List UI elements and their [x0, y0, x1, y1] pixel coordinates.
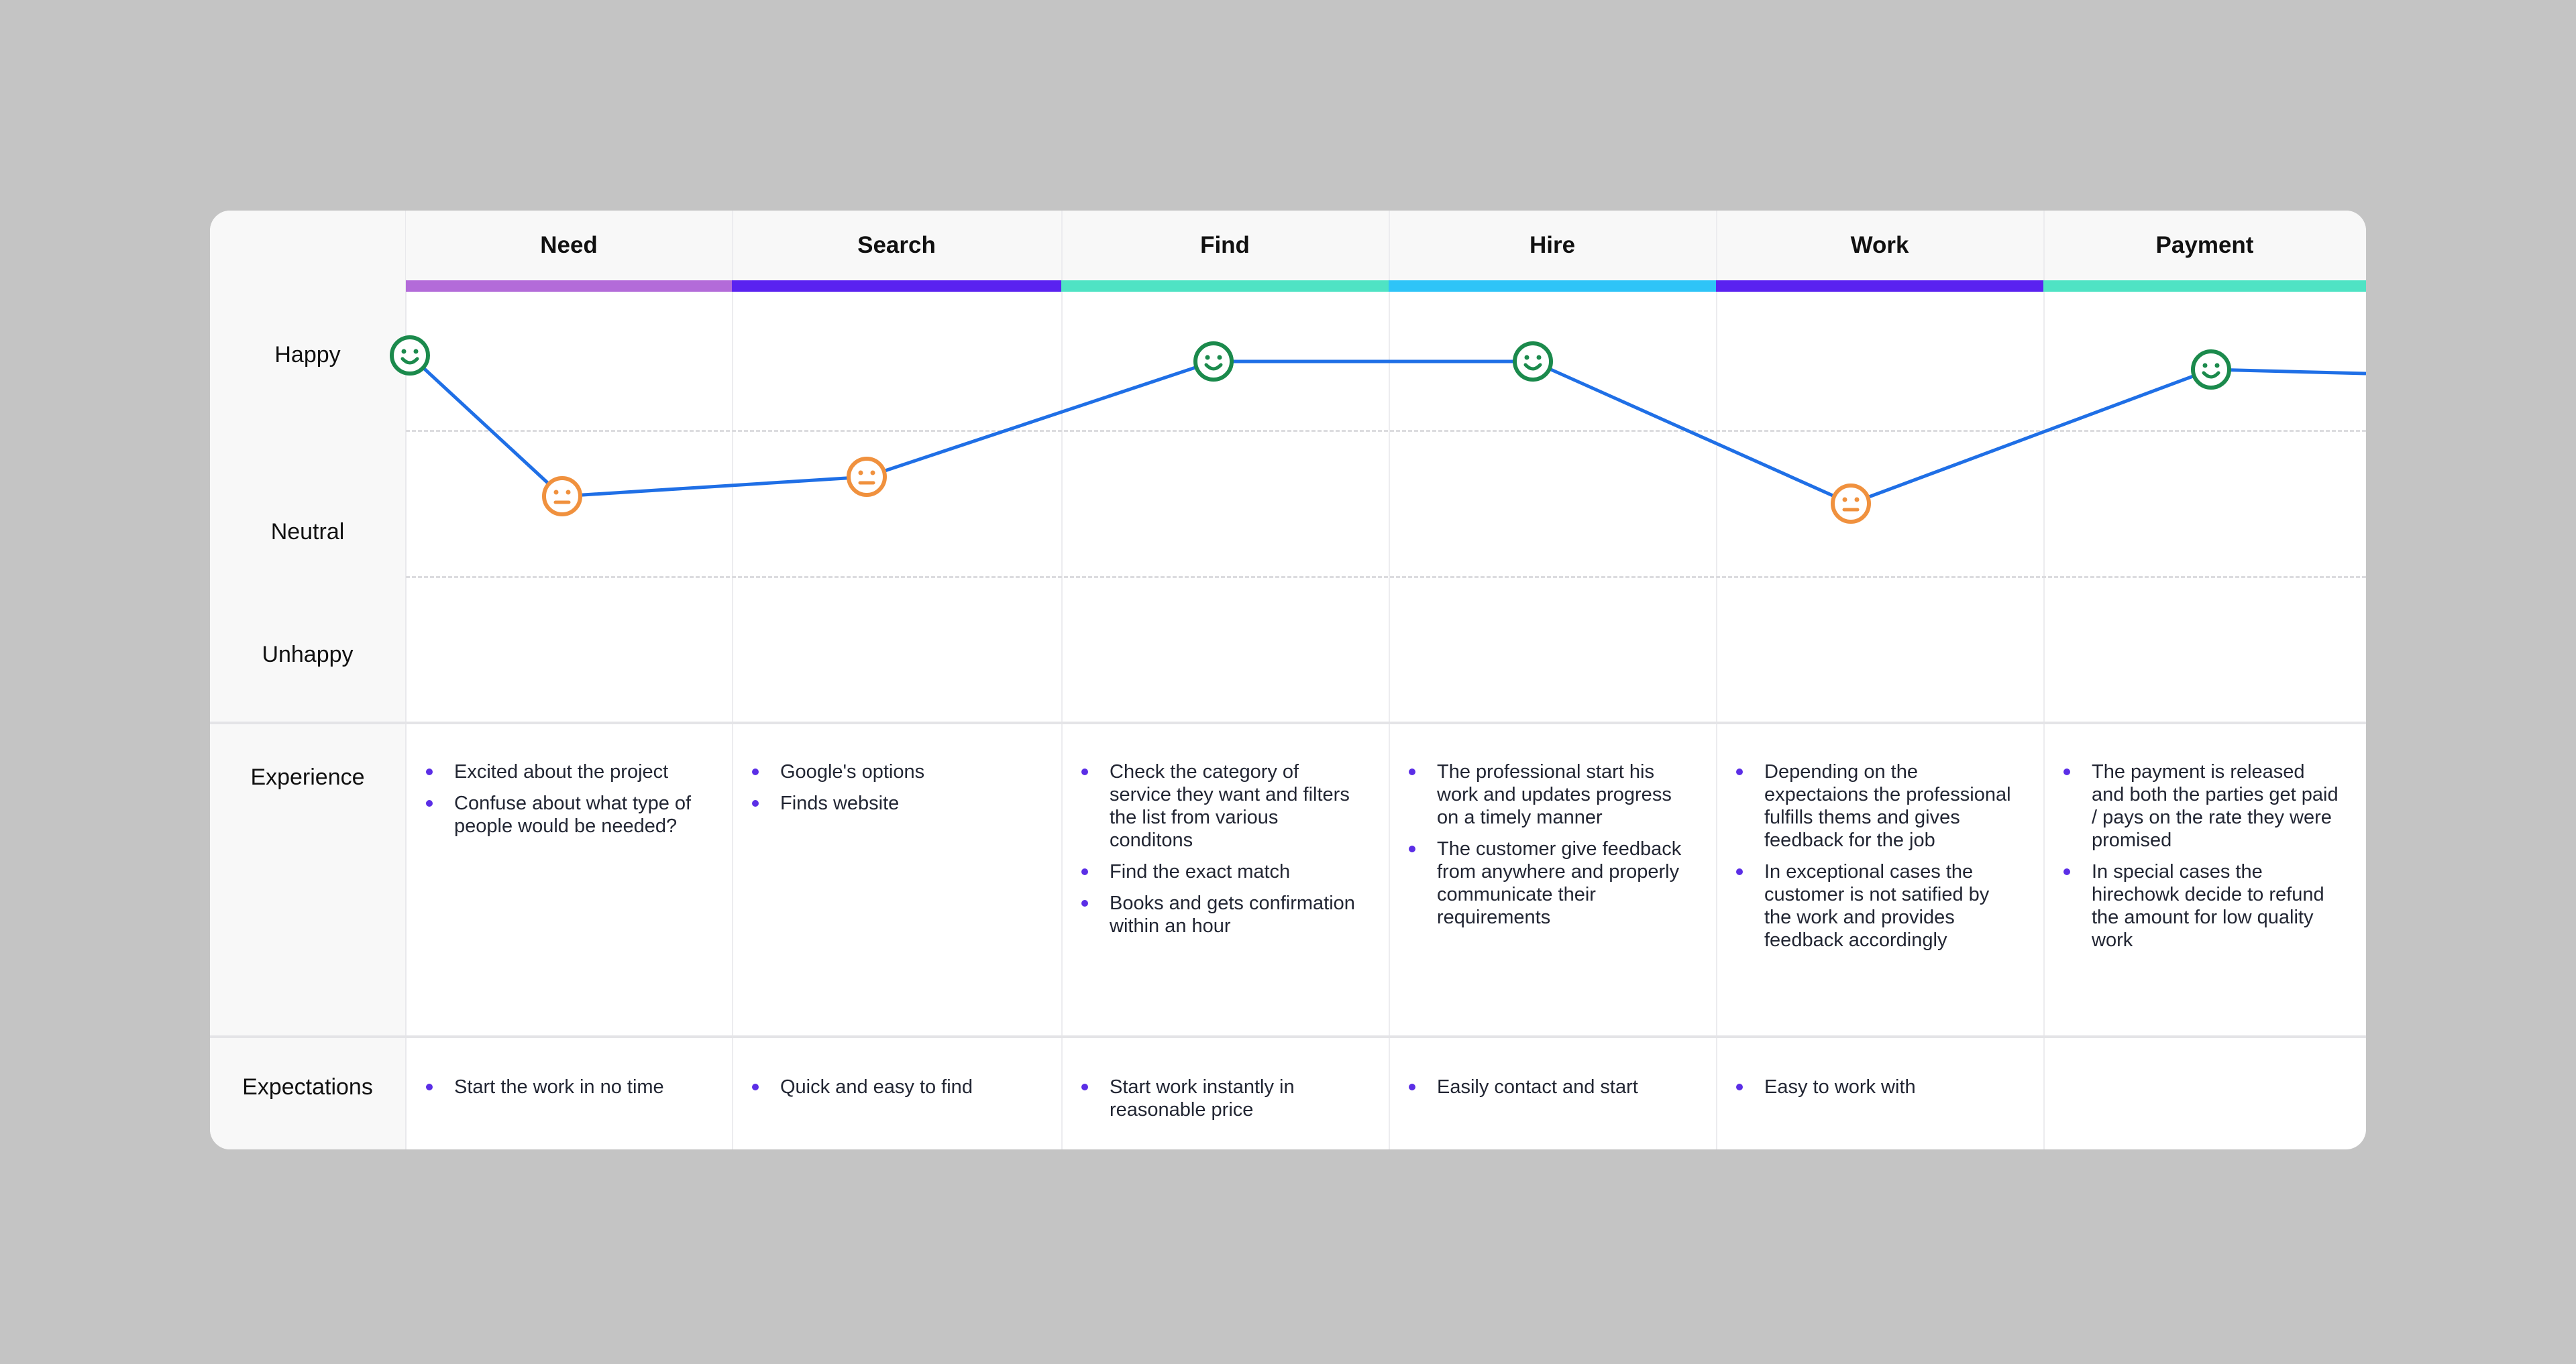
- neutral-face-icon: [1831, 484, 1871, 524]
- row-label-happy: Happy: [274, 342, 341, 367]
- column-divider: [732, 211, 733, 1149]
- stage-color-bar: [1061, 280, 1389, 292]
- stage-header-hire: Hire: [1529, 231, 1576, 258]
- stage-color-bar: [1716, 280, 2043, 292]
- list-item: Excited about the project: [426, 760, 708, 783]
- bullet-list: Quick and easy to find: [752, 1076, 1037, 1098]
- column-divider: [1061, 211, 1063, 1149]
- row-label-experience: Experience: [250, 764, 365, 790]
- list-item: Start work instantly in reasonable price: [1081, 1076, 1364, 1121]
- expectations-divider: [210, 1035, 2366, 1038]
- list-item: Find the exact match: [1081, 860, 1364, 883]
- list-item: Easily contact and start: [1409, 1076, 1692, 1098]
- row-label-unhappy: Unhappy: [262, 642, 354, 667]
- stage-header-need: Need: [540, 231, 598, 258]
- list-item: Confuse about what type of people would …: [426, 792, 708, 838]
- list-item: The customer give feedback from anywhere…: [1409, 838, 1692, 929]
- happy-face-icon: [2191, 349, 2231, 390]
- expectations-cell: Start work instantly in reasonable price: [1061, 1076, 1389, 1130]
- experience-cell: Check the category of service they want …: [1061, 760, 1389, 946]
- stage-color-bar: [406, 280, 732, 292]
- list-item: Finds website: [752, 792, 1037, 815]
- row-label-column: [210, 211, 407, 1149]
- bullet-list: Check the category of service they want …: [1081, 760, 1364, 937]
- bullet-list: Easy to work with: [1736, 1076, 2019, 1098]
- expectations-cell: Easily contact and start: [1389, 1076, 1716, 1107]
- neutral-face-icon: [542, 476, 582, 516]
- stage-color-bar: [732, 280, 1061, 292]
- emotion-curve: [390, 335, 2366, 524]
- list-item: The professional start his work and upda…: [1409, 760, 1692, 829]
- list-item: In special cases the hirechowk decide to…: [2063, 860, 2342, 952]
- expectations-cell: Quick and easy to find: [732, 1076, 1061, 1107]
- list-item: Google's options: [752, 760, 1037, 783]
- bullet-list: Start the work in no time: [426, 1076, 708, 1098]
- list-item: Check the category of service they want …: [1081, 760, 1364, 852]
- happy-face-icon: [390, 335, 430, 376]
- experience-cell: Depending on the expectaions the profess…: [1716, 760, 2043, 960]
- stage-header-payment: Payment: [2155, 231, 2254, 258]
- happy-face-icon: [1513, 341, 1553, 382]
- list-item: Easy to work with: [1736, 1076, 2019, 1098]
- list-item: In exceptional cases the customer is not…: [1736, 860, 2019, 952]
- stage-color-bar: [1389, 280, 1716, 292]
- list-item: The payment is released and both the par…: [2063, 760, 2342, 852]
- bullet-list: Start work instantly in reasonable price: [1081, 1076, 1364, 1121]
- list-item: Quick and easy to find: [752, 1076, 1037, 1098]
- emotion-line: [409, 354, 2366, 506]
- happy-face-icon: [1193, 341, 1234, 382]
- bullet-list: Easily contact and start: [1409, 1076, 1692, 1098]
- list-item: Books and gets confirmation within an ho…: [1081, 892, 1364, 937]
- expectations-cell: Start the work in no time: [406, 1076, 732, 1107]
- neutral-face-icon: [847, 457, 887, 497]
- column-divider: [1716, 211, 1717, 1149]
- experience-cell: The professional start his work and upda…: [1389, 760, 1716, 937]
- bullet-list: Depending on the expectaions the profess…: [1736, 760, 2019, 952]
- column-divider: [2043, 211, 2045, 1149]
- stage-header-search: Search: [857, 231, 936, 258]
- row-label-neutral: Neutral: [270, 519, 345, 545]
- stage-header-find: Find: [1200, 231, 1250, 258]
- stage-header-work: Work: [1850, 231, 1909, 258]
- list-item: Depending on the expectaions the profess…: [1736, 760, 2019, 852]
- journey-map-card: Happy Neutral Unhappy Experience Expecta…: [210, 211, 2366, 1149]
- happy-neutral-divider: [406, 430, 2366, 432]
- row-label-expectations: Expectations: [242, 1074, 373, 1100]
- experience-cell: The payment is released and both the par…: [2043, 760, 2366, 960]
- expectations-cell: Easy to work with: [1716, 1076, 2043, 1107]
- column-divider: [1389, 211, 1390, 1149]
- stage-color-bar: [2043, 280, 2366, 292]
- list-item: Start the work in no time: [426, 1076, 708, 1098]
- bullet-list: The professional start his work and upda…: [1409, 760, 1692, 929]
- bullet-list: The payment is released and both the par…: [2063, 760, 2342, 952]
- neutral-unhappy-divider: [406, 576, 2366, 578]
- experience-divider: [210, 722, 2366, 724]
